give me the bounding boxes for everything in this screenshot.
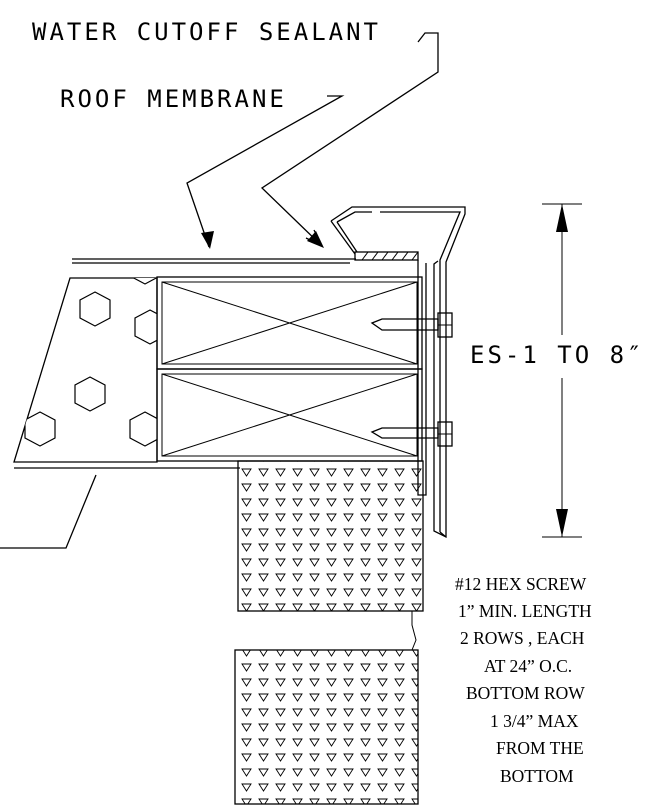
concrete-wall-lower <box>234 649 419 805</box>
water-cutoff-leader <box>260 32 439 247</box>
roof-membrane-leader <box>186 95 345 248</box>
concrete-wall-upper <box>237 460 424 612</box>
screw-note-line: AT 24” O.C. <box>484 656 572 676</box>
wood-nailer-bottom <box>156 368 423 462</box>
water-cutoff-sealant-label: WATER CUTOFF SEALANT <box>32 18 381 46</box>
screw-note-line: BOTTOM <box>500 766 574 786</box>
deck-leader <box>0 474 97 549</box>
screw-note-line: BOTTOM ROW <box>466 683 585 703</box>
screw-note-line: #12 HEX SCREW <box>455 574 587 594</box>
water-cutoff-arrow <box>307 231 324 248</box>
screw-note-line: 2 ROWS , EACH <box>460 628 585 648</box>
roof-membrane-arrow <box>201 231 214 249</box>
fascia-inner <box>336 211 461 538</box>
screw-note-line: 1” MIN. LENGTH <box>458 601 592 621</box>
es-range-label: ES-1 TO 8″ <box>470 341 645 369</box>
screw-note: #12 HEX SCREW 1” MIN. LENGTH 2 ROWS , EA… <box>455 574 592 786</box>
fascia-hem <box>330 220 358 255</box>
sealant-bead <box>354 251 419 261</box>
hex-screw-top <box>370 312 453 338</box>
screw-note-line: FROM THE <box>496 738 584 758</box>
hex-screw-bottom <box>370 421 453 447</box>
roof-membrane-label: ROOF MEMBRANE <box>60 85 287 113</box>
cleat <box>417 260 427 496</box>
dimension-line <box>542 203 582 538</box>
wood-nailer-top <box>156 276 423 370</box>
fascia-outer <box>330 206 466 539</box>
screw-note-line: 1 3/4” MAX <box>490 711 579 731</box>
insulation-hex-block <box>13 277 158 463</box>
break-line <box>411 611 417 651</box>
